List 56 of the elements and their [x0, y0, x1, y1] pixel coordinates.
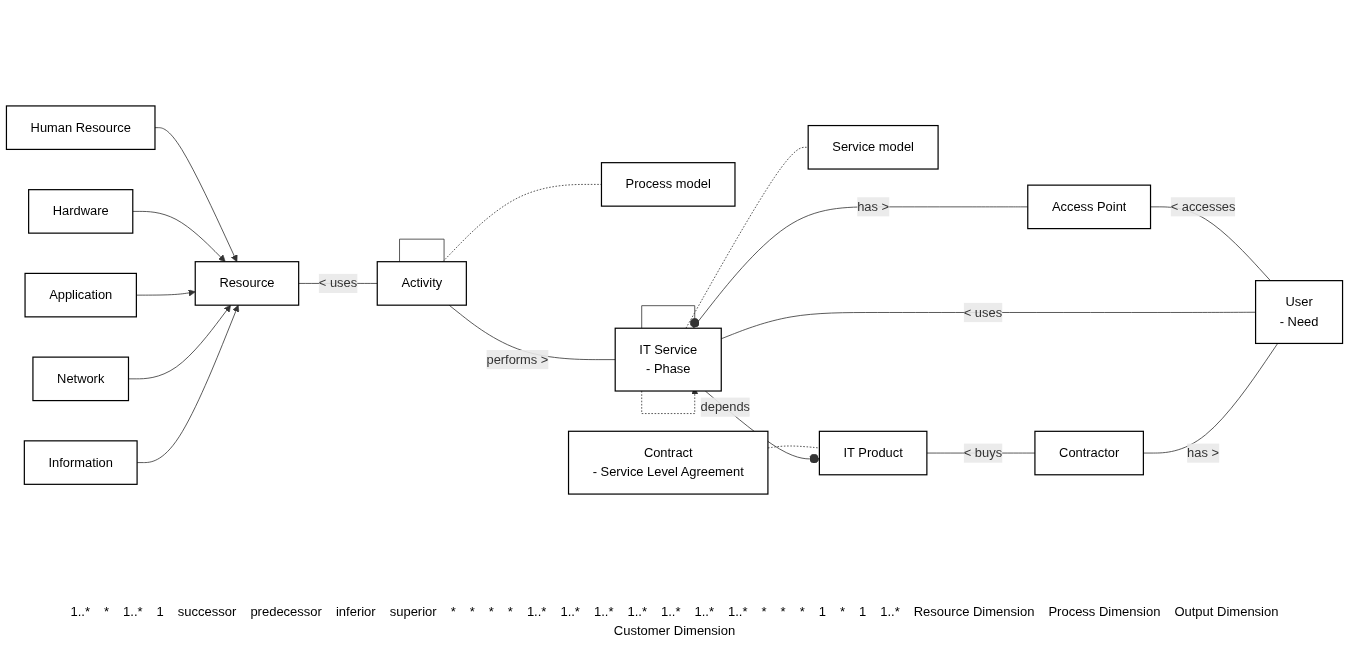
- annotation-text: 1..*: [880, 604, 900, 619]
- annotation-text: 1..*: [627, 604, 647, 619]
- annotation-text: 1..*: [728, 604, 748, 619]
- node-box: Resource: [194, 261, 300, 306]
- annotation-text: 1..*: [123, 604, 143, 619]
- node-box: Process model: [600, 162, 736, 207]
- node-box: User - Need: [1254, 280, 1344, 345]
- annotation-text: *: [761, 604, 767, 619]
- node-box: Contractor: [1034, 430, 1144, 476]
- edge-label: < uses: [963, 305, 1003, 319]
- connector: [399, 238, 445, 263]
- node-box: Network: [32, 356, 130, 402]
- node-box: Human Resource: [5, 105, 156, 150]
- node-box: Access Point: [1027, 184, 1152, 230]
- annotation-text: Output Dimension: [1174, 604, 1279, 619]
- node-box: Contract - Service Level Agreement: [567, 430, 769, 495]
- annotation-text: inferior: [335, 604, 376, 619]
- annotation-text: 1..*: [660, 604, 681, 619]
- annotation-text: successor: [177, 604, 237, 619]
- annotation-text: *: [799, 604, 805, 619]
- annotation-text: predecessor: [250, 604, 322, 619]
- annotation-text: 1..*: [70, 604, 91, 619]
- annotation-text: 1: [156, 604, 164, 619]
- edge-label: < buys: [963, 445, 1003, 460]
- annotation-text: *: [780, 604, 786, 619]
- annotation-text: 1..*: [560, 604, 580, 619]
- connector: [442, 184, 602, 263]
- edge-label: < uses: [318, 276, 358, 290]
- annotation-text: 1..*: [526, 604, 547, 619]
- node-box: Service model: [807, 124, 939, 170]
- annotation-text: *: [839, 604, 845, 619]
- annotation-text: 1: [859, 604, 867, 619]
- annotation-text: 1..*: [593, 604, 614, 619]
- node-box: IT Product: [818, 430, 928, 476]
- edge-label: performs >: [486, 352, 549, 367]
- node-box: IT Service - Phase: [614, 327, 722, 392]
- annotation-text: Customer Dimension: [613, 623, 736, 638]
- annotation-text: *: [469, 604, 475, 619]
- annotation-text: *: [104, 604, 110, 619]
- edge-label: has >: [1187, 445, 1219, 460]
- annotation-text: *: [450, 604, 456, 619]
- node-box: Information: [23, 440, 138, 485]
- annotation-text: Resource Dimension: [913, 604, 1035, 619]
- annotation-text: *: [488, 604, 494, 619]
- node-box: Application: [24, 272, 137, 318]
- annotation-text: superior: [389, 604, 437, 619]
- edge-label: depends: [700, 399, 751, 414]
- annotation-text: 1..*: [694, 604, 714, 619]
- edge-label: < accesses: [1170, 199, 1236, 214]
- annotation-text: *: [507, 604, 513, 619]
- annotation-text: Process Dimension: [1048, 604, 1161, 619]
- connector: [685, 146, 809, 329]
- node-box: Hardware: [28, 189, 134, 234]
- edge-label: has >: [857, 199, 890, 214]
- node-box: Activity: [376, 261, 467, 306]
- annotation-text: 1: [818, 604, 826, 619]
